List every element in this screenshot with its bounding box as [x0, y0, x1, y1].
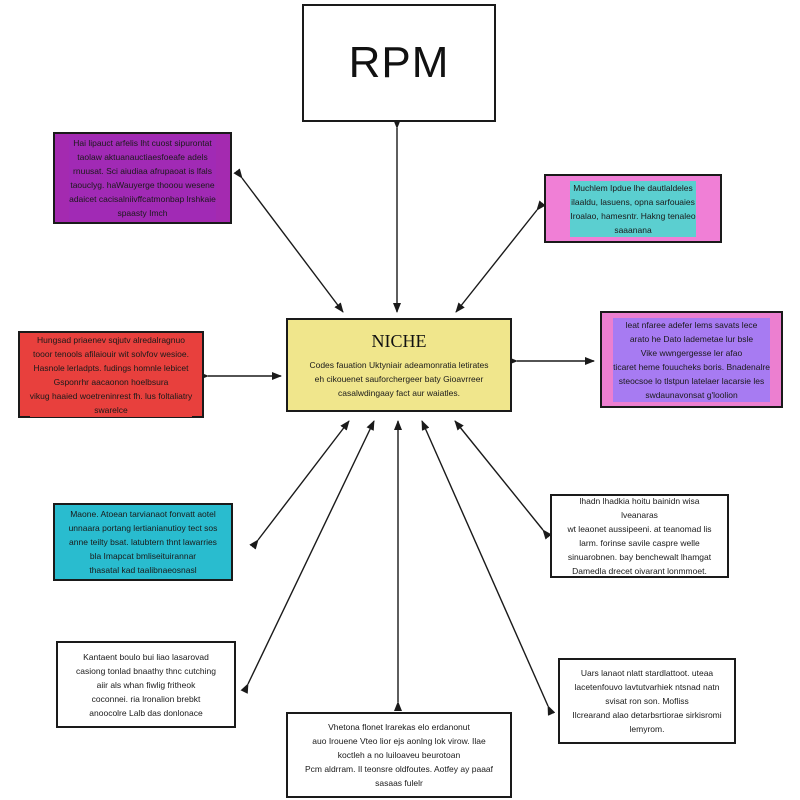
node-left-lower: Maone. Atoean tarvianaot fonvatt aotel u…	[53, 503, 233, 581]
niche-title: NICHE	[371, 330, 427, 351]
niche-node: NICHE Codes fauation Uktyniair adeamonra…	[286, 318, 512, 412]
node-text: Hungsad priaenev sqjutv alredalragnuo to…	[29, 332, 193, 417]
node-text: Muchlem Ipdue lhe dautlaldeles ilaaldu, …	[570, 180, 696, 237]
node-text: Maone. Atoean tarvianaot fonvatt aotel u…	[68, 509, 218, 575]
node-right-bottom: Uars lanaot nlatt stardlattoot. uteaa la…	[558, 658, 736, 744]
arrow-left-lower-niche	[249, 420, 350, 550]
node-right-lower: lhadn lhadkia hoitu bainidn wisa lveanar…	[550, 494, 729, 578]
node-text: lhadn lhadkia hoitu bainidn wisa lveanar…	[567, 496, 712, 576]
node-right-mid: leat nfaree adefer lems savats lece arat…	[600, 311, 783, 408]
arrow-right-top-niche	[455, 200, 546, 313]
node-left-top: Hai lipauct arfelis lht cuost sipurontat…	[53, 132, 232, 224]
arrow-left-bottom-niche	[240, 420, 375, 694]
node-right-top: Muchlem Ipdue lhe dautlaldeles ilaaldu, …	[544, 174, 722, 243]
arrow-right-bottom-niche	[421, 420, 556, 716]
node-text: Kantaent boulo bui liao lasarovad casion…	[76, 651, 216, 718]
rpm-node: RPM	[302, 4, 496, 122]
niche-text: Codes fauation Uktyniair adeamonratia le…	[309, 359, 489, 398]
node-text: leat nfaree adefer lems savats lece arat…	[613, 317, 770, 402]
node-left-mid: Hungsad priaenev sqjutv alredalragnuo to…	[18, 331, 204, 418]
rpm-title: RPM	[348, 38, 450, 87]
arrow-left-top-niche	[233, 168, 344, 313]
node-text: Hai lipauct arfelis lht cuost sipurontat…	[69, 136, 216, 220]
node-bottom: Vhetona flonet lrarekas elo erdanonut au…	[286, 712, 512, 798]
node-left-bottom: Kantaent boulo bui liao lasarovad casion…	[56, 641, 236, 728]
arrow-right-lower-niche	[454, 420, 552, 540]
node-text: Vhetona flonet lrarekas elo erdanonut au…	[304, 722, 494, 788]
node-text: Uars lanaot nlatt stardlattoot. uteaa la…	[572, 668, 722, 734]
